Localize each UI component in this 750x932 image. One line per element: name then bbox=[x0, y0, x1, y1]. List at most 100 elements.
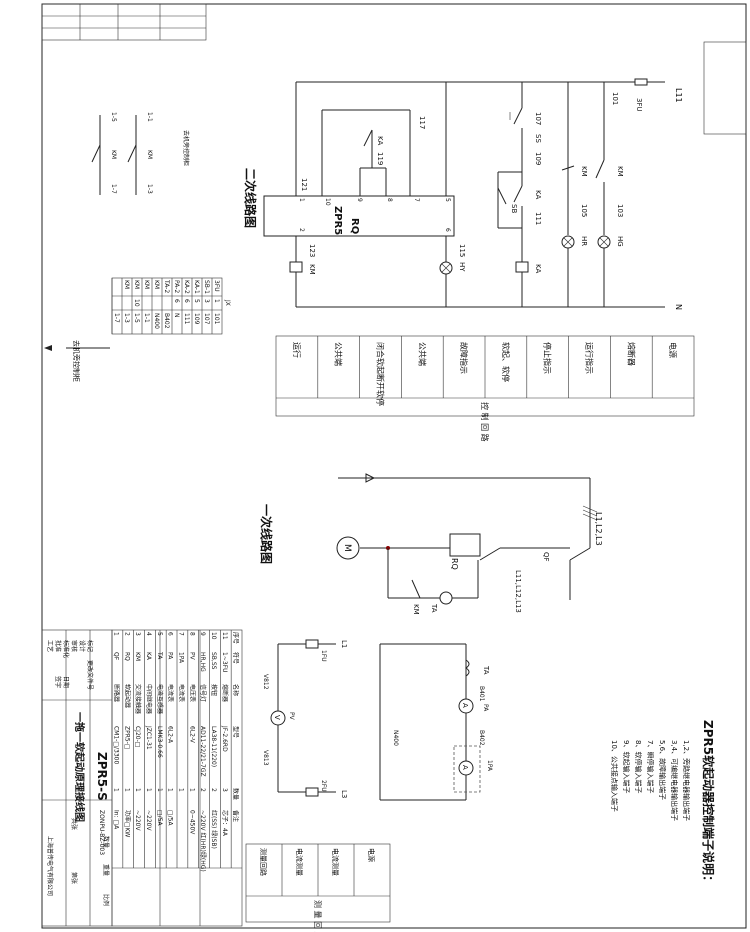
sheet-label: 第张 bbox=[70, 872, 78, 884]
measure-header: 电流测量 bbox=[331, 848, 340, 876]
bom-cell: ~220V bbox=[134, 810, 141, 831]
bom-header: 型号 bbox=[232, 726, 240, 738]
label-101: 101 bbox=[611, 92, 619, 105]
drawing-border bbox=[41, 3, 747, 929]
legend-header: 运行 bbox=[292, 342, 302, 358]
label-1-5: 1-5 bbox=[110, 112, 117, 122]
company-name: 上海普传电气有限公司 bbox=[46, 836, 54, 896]
terminal-cell: 3FU bbox=[213, 280, 220, 292]
bom-cell: 交流接触器 bbox=[134, 684, 142, 714]
bom-cell: LA38-11(220) bbox=[210, 726, 217, 767]
bom-cell: 5 bbox=[156, 632, 163, 636]
ta-ring bbox=[439, 591, 453, 605]
terminal-cell: KM bbox=[153, 280, 160, 289]
bom-cell: LMK3-0.66 bbox=[156, 726, 163, 758]
ta-coil bbox=[465, 659, 470, 677]
bom-cell: ZPR5-□ bbox=[123, 726, 130, 750]
rq-unit bbox=[449, 533, 481, 557]
label-km-coil: KM bbox=[308, 264, 316, 275]
bom-header: 符号 bbox=[232, 652, 240, 664]
label-hg: HG bbox=[616, 236, 624, 247]
label-v813: V813 bbox=[262, 750, 269, 766]
bom-cell: CM1-□/3300 bbox=[112, 726, 119, 764]
label-ka-coil: KA bbox=[534, 264, 542, 273]
bom-cell: 2 bbox=[199, 788, 206, 792]
primary-circuit-title: 一次线路图 bbox=[259, 504, 274, 564]
label-km-hg: KM bbox=[616, 166, 624, 177]
label-103: 103 bbox=[616, 204, 624, 217]
label-hr: HR bbox=[580, 236, 588, 246]
label-a-pa: A bbox=[461, 703, 469, 708]
ka-contact-zpr bbox=[363, 129, 373, 147]
label-l1-meas: L1 bbox=[340, 640, 348, 648]
bom-cell: 电流表 bbox=[167, 684, 175, 702]
label-m: M bbox=[342, 544, 352, 552]
primary-circuit: M L1,L2,L3 QF L11,L12,L13 RQ TA KM bbox=[336, 473, 603, 615]
label-1-1: 1-1 bbox=[146, 112, 153, 122]
legend-header: 电源 bbox=[668, 342, 678, 358]
check-label: 审核 bbox=[70, 640, 78, 652]
bom-header: 数量 bbox=[232, 788, 240, 800]
terminal-cell: 101 bbox=[213, 313, 220, 325]
notes-item: 9、软起输入端子 bbox=[622, 740, 631, 793]
terminal-cell: KM bbox=[123, 280, 130, 289]
bypass-label: 去机旁控制柜 bbox=[182, 130, 190, 166]
legend-header: 熔断器 bbox=[626, 342, 636, 366]
terminal-cell: 6 bbox=[183, 299, 190, 303]
bom-cell: 1 bbox=[156, 788, 163, 792]
terminal-cell: 107 bbox=[203, 313, 210, 325]
label-l1l2l3: L1,L2,L3 bbox=[594, 512, 603, 546]
bom-cell: 1 bbox=[112, 632, 119, 636]
top-right-box bbox=[703, 41, 747, 135]
terminal-cell: B402 bbox=[163, 313, 170, 329]
bom-cell: JF-2.6RD bbox=[221, 725, 228, 752]
pin-1: 1 bbox=[298, 198, 305, 202]
drawing-number: ZONPU-BZ-003 bbox=[98, 810, 105, 855]
bom-cell: 按钮 bbox=[210, 684, 218, 696]
legend-header: 闭合软起断开软停 bbox=[376, 342, 386, 406]
label-ss: SS bbox=[534, 134, 542, 143]
bom-cell: 1 bbox=[145, 788, 152, 792]
label-km-b1: KM bbox=[110, 150, 117, 159]
terminal-cell: KM bbox=[143, 280, 150, 289]
label-b401: B401 bbox=[478, 686, 485, 702]
pin-9: 9 bbox=[356, 198, 363, 202]
bom-cell: 11 bbox=[221, 632, 228, 640]
label-km-hr: KM bbox=[580, 166, 588, 177]
std-label: 标准化 bbox=[62, 640, 70, 658]
fuse-3fu bbox=[634, 78, 648, 86]
measure-header: 测量回路 bbox=[259, 848, 268, 876]
bom-cell: 1 bbox=[177, 788, 184, 792]
measure-header: 电源 bbox=[367, 848, 376, 862]
bom-cell: 电流表 bbox=[177, 684, 185, 702]
pin-7: 7 bbox=[413, 198, 420, 202]
bom-cell: KA bbox=[145, 652, 152, 661]
zone-label: 更改文件号 bbox=[86, 660, 94, 690]
bom-cell: ~220V bbox=[145, 810, 152, 831]
fuse-1fu bbox=[305, 639, 319, 649]
bom-cell: 1 bbox=[188, 788, 195, 792]
legend-header: 公共端 bbox=[334, 342, 344, 366]
bom-cell: PV bbox=[188, 652, 195, 661]
notes-item: 8、软停输入端子 bbox=[634, 740, 643, 793]
measurement-circuit: V L1 L3 1FU 2FU V812 V813 PV A A TA B401… bbox=[262, 639, 493, 801]
label-3fu: 3FU bbox=[635, 98, 643, 112]
label-km-b2: KM bbox=[146, 150, 153, 159]
terminal-cell: 1-5 bbox=[133, 313, 140, 323]
bom-cell: 3 bbox=[134, 632, 141, 636]
bom-header: 名称 bbox=[232, 684, 240, 696]
label-1pa: 1PA bbox=[486, 760, 493, 772]
terminal-cell: 10 bbox=[133, 299, 140, 307]
label-117: 117 bbox=[418, 116, 426, 129]
terminal-cell: 1-7 bbox=[113, 313, 120, 323]
total-label: 共张 bbox=[70, 818, 78, 830]
label-v: V bbox=[273, 715, 281, 720]
sign-label: 签字 bbox=[54, 676, 62, 688]
terminal-arrow-label: 去机旁控制柜 bbox=[72, 340, 81, 382]
terminal-cell: 109 bbox=[193, 313, 200, 325]
ammeter-1pa bbox=[458, 760, 474, 776]
bom-cell: PA bbox=[167, 652, 174, 660]
label-zpr5: ZPR5 bbox=[332, 206, 343, 235]
process-label: 工艺 bbox=[46, 640, 54, 652]
